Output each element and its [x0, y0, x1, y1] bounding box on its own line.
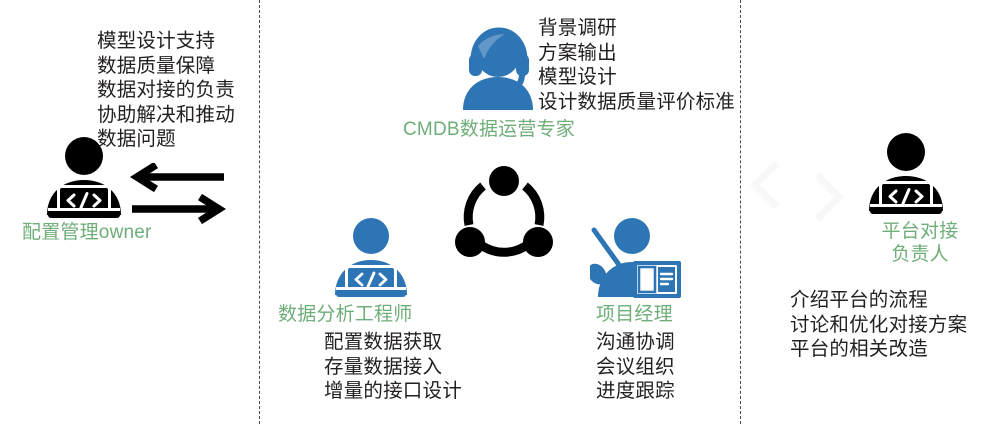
- divider-left: [259, 0, 260, 424]
- center-expert-role-label: CMDB数据运营专家: [403, 119, 575, 140]
- developer-laptop-icon: [36, 137, 132, 219]
- divider-right: [740, 0, 741, 424]
- right-role-label: 平台对接 负责人: [881, 221, 959, 265]
- right-responsibilities: 介绍平台的流程 讨论和优化对接方案 平台的相关改造: [790, 289, 968, 361]
- center-analyst-role-label: 数据分析工程师: [278, 304, 413, 325]
- center-analyst-responsibilities: 配置数据获取 存量数据接入 增量的接口设计: [324, 331, 462, 403]
- watermark-chevrons: [745, 155, 855, 225]
- center-manager-role-label: 项目经理: [596, 304, 673, 325]
- share-network-icon: [452, 163, 556, 267]
- center-manager-responsibilities: 沟通协调 会议组织 进度跟踪: [596, 331, 675, 403]
- headset-support-agent-icon: [455, 26, 541, 112]
- left-responsibilities: 模型设计支持 数据质量保障 数据对接的负责 协助解决和推动 数据问题: [97, 30, 235, 151]
- developer-laptop-icon: [325, 218, 417, 298]
- center-expert-responsibilities: 背景调研 方案输出 模型设计 设计数据质量评价标准: [538, 17, 736, 113]
- presenter-board-icon: [590, 217, 682, 299]
- bidirectional-arrows-icon: [128, 163, 228, 225]
- developer-laptop-icon: [858, 133, 954, 215]
- left-role-label: 配置管理owner: [22, 222, 152, 243]
